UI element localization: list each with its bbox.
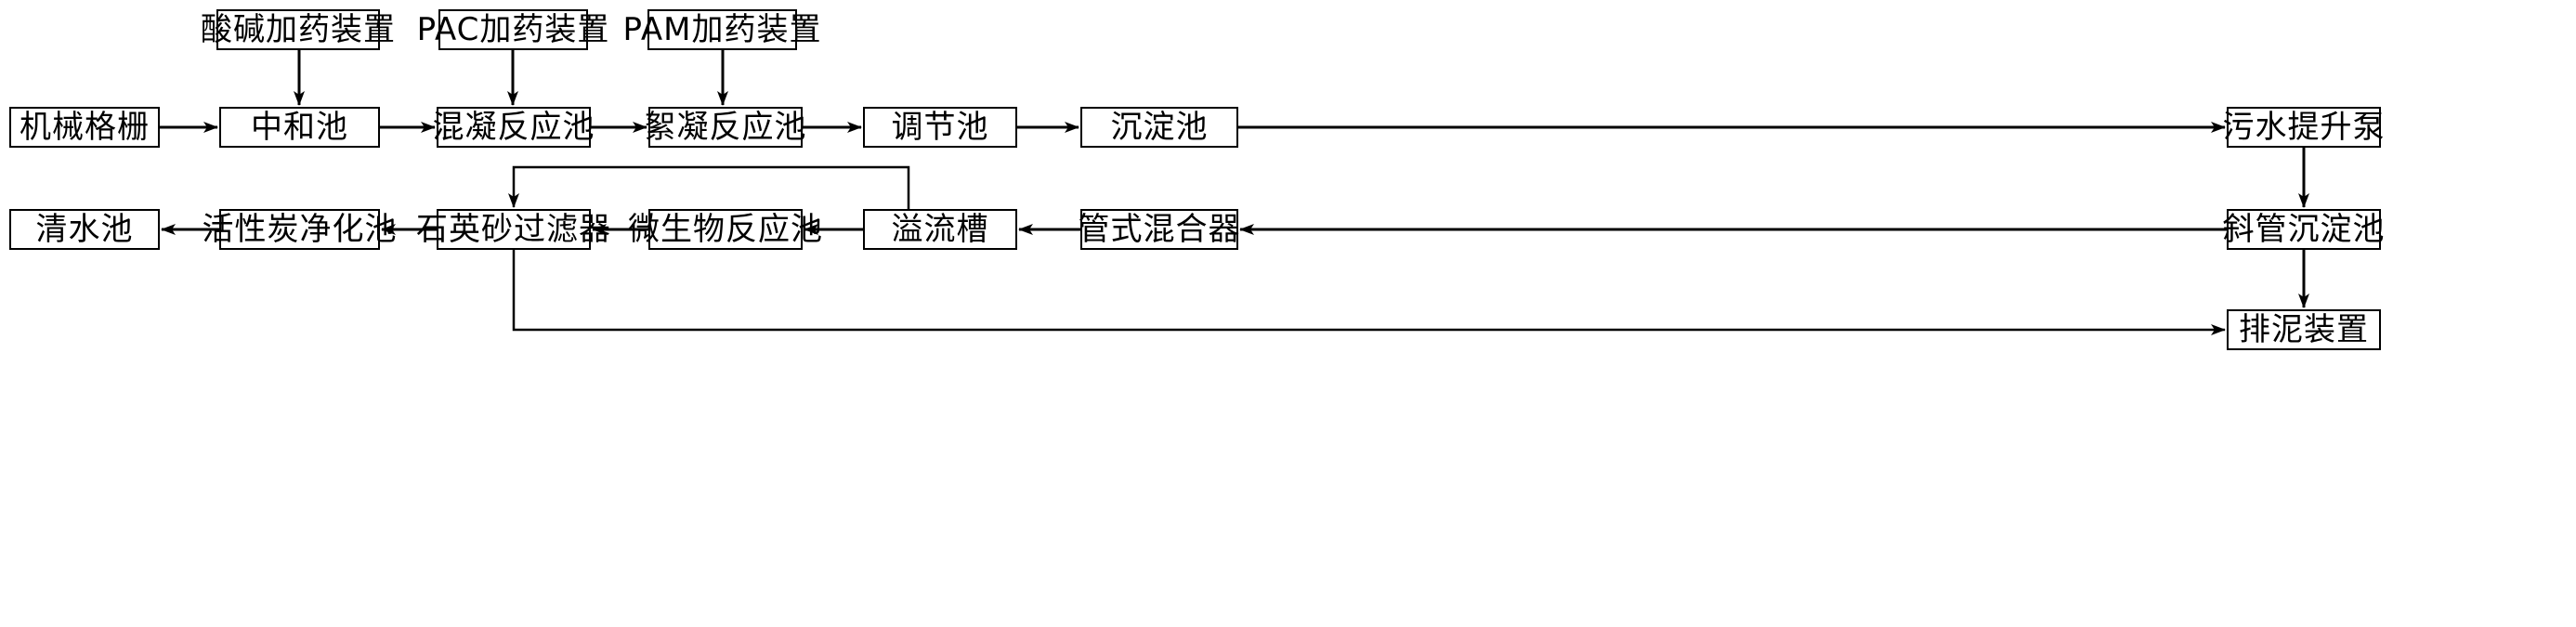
- node-pam-dosing[interactable]: PAM加药装置: [623, 9, 820, 50]
- node-overflow-trough[interactable]: 溢流槽: [863, 209, 1017, 250]
- node-acid-alkali-dosing[interactable]: 酸碱加药装置: [201, 9, 395, 50]
- node-label: 混凝反应池: [432, 109, 595, 146]
- node-label: 排泥装置: [2239, 311, 2369, 348]
- node-activated-carbon-tank[interactable]: 活性炭净化池: [203, 209, 397, 250]
- wire-overflow-loop-to-quartz-filter: [508, 165, 910, 209]
- node-label: 斜管沉淀池: [2222, 211, 2386, 248]
- node-label: 中和池: [251, 109, 348, 146]
- node-label: PAC加药装置: [416, 11, 610, 48]
- node-label: 机械格栅: [20, 109, 150, 146]
- wire-quartz-filter-loop-to-sludge: [512, 250, 2226, 335]
- node-label: 絮凝反应池: [644, 109, 807, 146]
- node-regulating-tank[interactable]: 调节池: [863, 107, 1017, 148]
- node-sewage-lift-pump[interactable]: 污水提升泵: [2223, 107, 2385, 148]
- node-sludge-discharge-device[interactable]: 排泥装置: [2227, 309, 2381, 350]
- node-tubular-mixer[interactable]: 管式混合器: [1078, 209, 1241, 250]
- node-label: 微生物反应池: [628, 211, 823, 248]
- node-coagulation-reactor[interactable]: 混凝反应池: [433, 107, 595, 148]
- node-label: 调节池: [891, 109, 989, 146]
- node-inclined-tube-clarifier[interactable]: 斜管沉淀池: [2223, 209, 2385, 250]
- node-label: 溢流槽: [891, 211, 989, 248]
- node-clean-water-tank[interactable]: 清水池: [9, 209, 160, 250]
- node-label: 石英砂过滤器: [416, 211, 611, 248]
- node-label: 沉淀池: [1110, 109, 1209, 146]
- node-neutralization-tank[interactable]: 中和池: [219, 107, 380, 148]
- node-label: 污水提升泵: [2222, 109, 2386, 146]
- node-label: 清水池: [35, 211, 134, 248]
- node-microbial-reactor[interactable]: 微生物反应池: [628, 209, 822, 250]
- node-sedimentation-tank[interactable]: 沉淀池: [1080, 107, 1238, 148]
- node-flocculation-reactor[interactable]: 絮凝反应池: [645, 107, 806, 148]
- node-label: 管式混合器: [1078, 211, 1241, 248]
- node-label: PAM加药装置: [622, 11, 822, 48]
- node-label: 活性炭净化池: [202, 211, 398, 248]
- node-quartz-sand-filter[interactable]: 石英砂过滤器: [416, 209, 610, 250]
- node-pac-dosing[interactable]: PAC加药装置: [417, 9, 608, 50]
- node-mechanical-grid[interactable]: 机械格栅: [9, 107, 160, 148]
- node-label: 酸碱加药装置: [201, 11, 396, 48]
